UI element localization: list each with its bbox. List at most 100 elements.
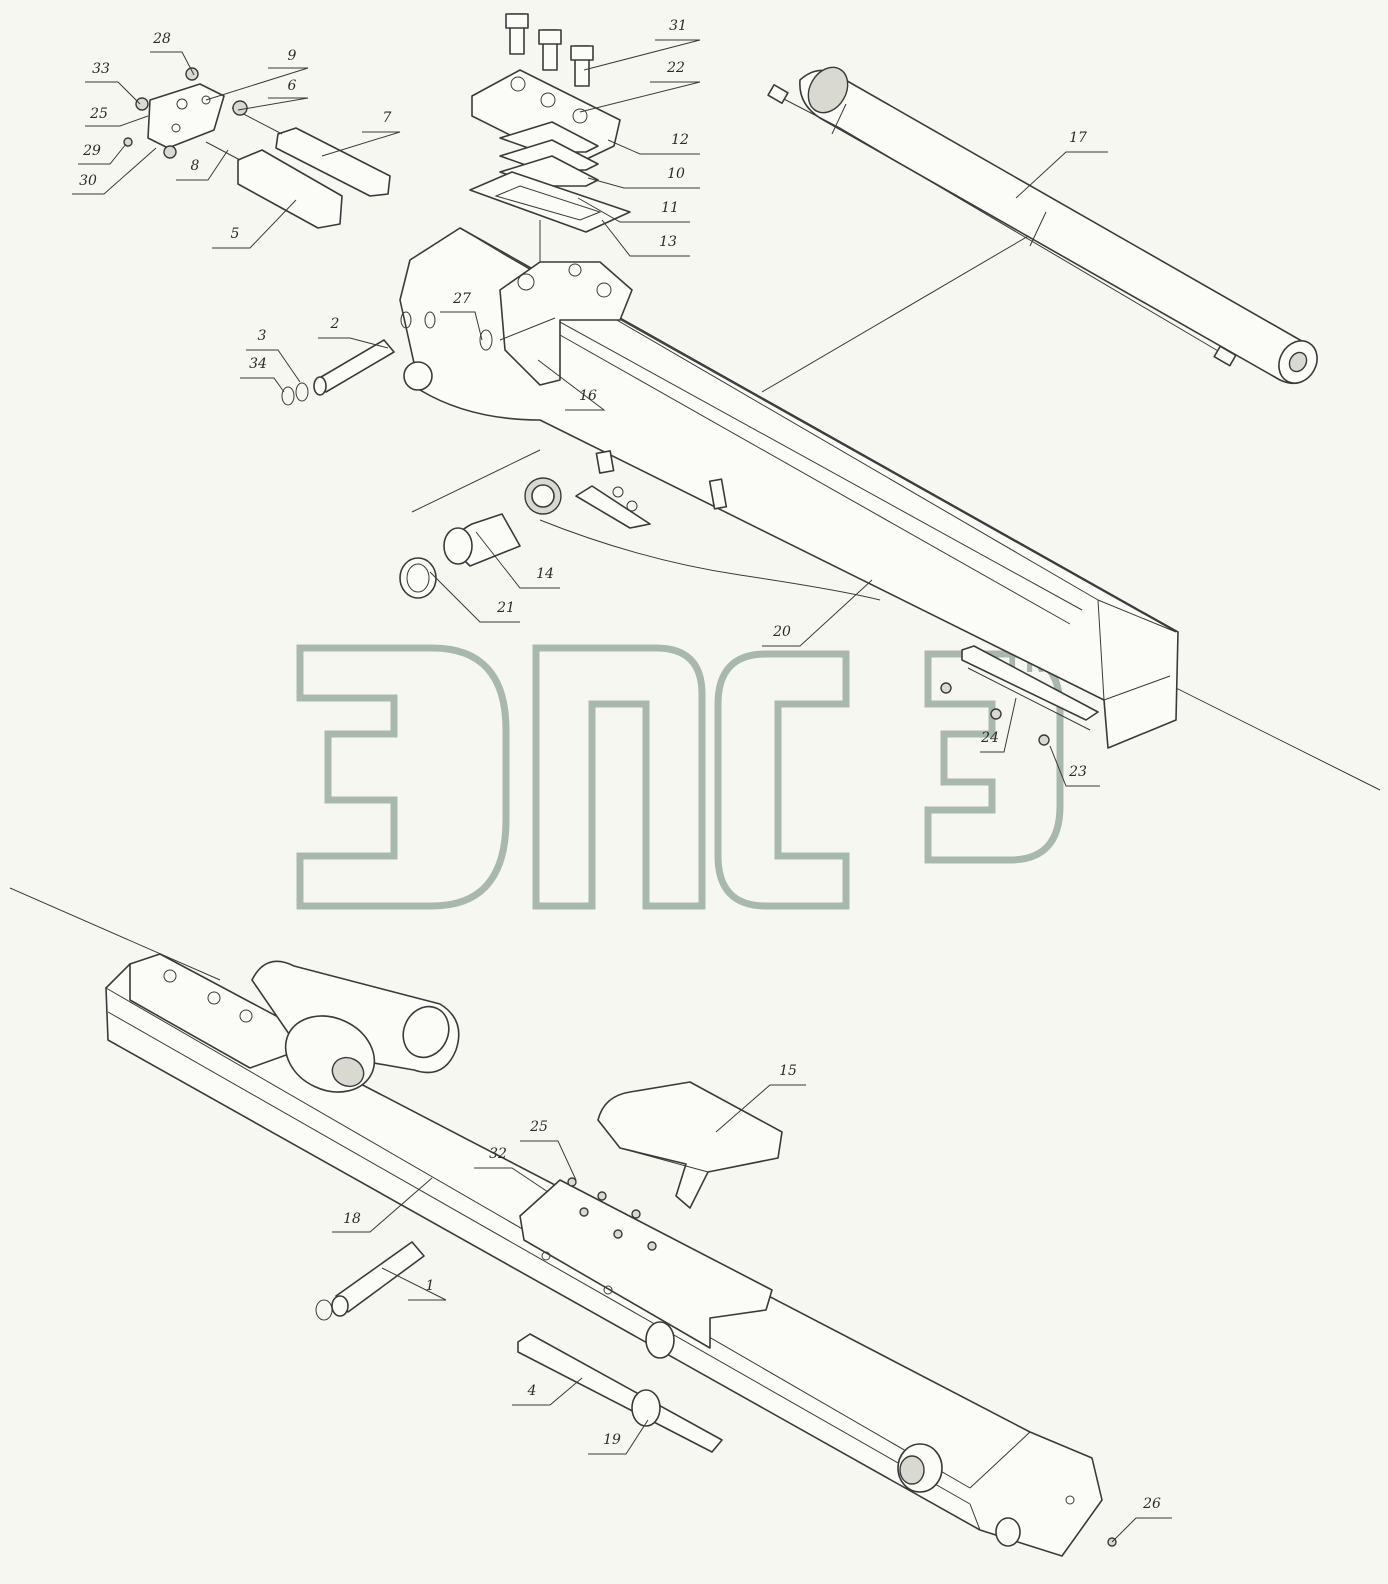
callout-25: 25 bbox=[520, 1119, 577, 1181]
callout-leader-line bbox=[607, 139, 700, 155]
callout-number: 33 bbox=[92, 61, 110, 77]
callout-leader-line bbox=[205, 67, 309, 101]
parts-stack-31-22-12-10-11-13 bbox=[469, 13, 631, 233]
parts-group-top-left bbox=[123, 67, 391, 229]
callout-7: 7 bbox=[321, 110, 401, 157]
callout-11: 11 bbox=[577, 197, 690, 223]
callout-3: 3 bbox=[246, 328, 301, 383]
part-1-pin bbox=[315, 1241, 425, 1321]
callout-leader-line bbox=[318, 337, 389, 349]
callout-number: 8 bbox=[191, 158, 200, 174]
callout-number: 11 bbox=[661, 200, 679, 216]
callout-25: 25 bbox=[85, 106, 149, 127]
callout-34: 34 bbox=[240, 356, 285, 393]
callout-number: 16 bbox=[579, 388, 597, 404]
callout-5: 5 bbox=[212, 199, 297, 249]
callout-leader-line bbox=[381, 1267, 447, 1301]
assembly-axes bbox=[9, 220, 1381, 981]
callout-number: 23 bbox=[1068, 764, 1087, 780]
callout-leader-line bbox=[85, 81, 141, 105]
callout-leader-line bbox=[1111, 1517, 1172, 1543]
callout-number: 1 bbox=[426, 1278, 435, 1294]
part-15-cover bbox=[597, 1081, 783, 1209]
callout-leader-line bbox=[980, 697, 1017, 753]
part-16-bracket bbox=[499, 261, 633, 386]
callout-number: 6 bbox=[288, 78, 297, 94]
callout-number: 31 bbox=[669, 18, 687, 34]
callout-number: 14 bbox=[536, 566, 554, 582]
callout-number: 22 bbox=[666, 60, 685, 76]
part-4-19-lower-slider bbox=[517, 1333, 723, 1453]
callout-number: 29 bbox=[82, 143, 101, 159]
callout-number: 18 bbox=[343, 1211, 361, 1227]
callout-leader-line bbox=[601, 219, 690, 257]
callout-leader-line bbox=[579, 81, 701, 113]
part-17-hydraulic-cylinder bbox=[767, 66, 1318, 385]
callout-leader-line bbox=[537, 359, 606, 411]
callout-17: 17 bbox=[1015, 130, 1108, 199]
callout-leader-line bbox=[512, 1377, 583, 1406]
callout-19: 19 bbox=[588, 1419, 649, 1455]
callout-number: 3 bbox=[258, 328, 267, 344]
callout-23: 23 bbox=[1049, 745, 1100, 787]
callout-leader-line bbox=[85, 115, 149, 127]
part-32-slider-block bbox=[519, 1177, 773, 1359]
callout-leader-line bbox=[1049, 745, 1100, 787]
callout-leader-line bbox=[577, 197, 690, 223]
callout-number: 9 bbox=[288, 48, 297, 64]
callout-number: 25 bbox=[529, 1119, 548, 1135]
callout-22: 22 bbox=[579, 60, 701, 113]
callout-leader-line bbox=[240, 377, 285, 393]
callout-1: 1 bbox=[381, 1267, 447, 1301]
callout-number: 24 bbox=[980, 730, 999, 746]
callout-number: 13 bbox=[659, 234, 677, 250]
callout-number: 21 bbox=[496, 600, 515, 616]
callout-leader-line bbox=[588, 1419, 649, 1455]
callout-16: 16 bbox=[537, 359, 606, 411]
callout-leader-line bbox=[762, 579, 873, 647]
watermark-logo: TM bbox=[296, 637, 1064, 910]
callout-29: 29 bbox=[78, 143, 127, 165]
callout-20: 20 bbox=[762, 579, 873, 647]
callout-4: 4 bbox=[512, 1377, 583, 1406]
callout-number: 7 bbox=[383, 110, 392, 126]
callout-26: 26 bbox=[1111, 1496, 1172, 1543]
callout-21: 21 bbox=[429, 571, 520, 623]
callout-31: 31 bbox=[583, 18, 701, 71]
callout-number: 17 bbox=[1069, 130, 1087, 146]
callout-2: 2 bbox=[318, 316, 389, 349]
callout-6: 6 bbox=[237, 78, 309, 111]
callout-leader-line bbox=[520, 1140, 577, 1181]
callout-leader-line bbox=[474, 1167, 549, 1193]
callout-number: 15 bbox=[779, 1063, 797, 1079]
callout-leader-line bbox=[212, 199, 297, 249]
callout-number: 34 bbox=[249, 356, 267, 372]
callout-number: 25 bbox=[89, 106, 108, 122]
callout-leader-line bbox=[1015, 151, 1108, 199]
callout-leader-line bbox=[78, 143, 127, 165]
callout-27: 27 bbox=[440, 291, 483, 341]
callout-number: 10 bbox=[667, 166, 685, 182]
callout-leader-line bbox=[587, 177, 700, 189]
callout-9: 9 bbox=[205, 48, 309, 101]
callout-28: 28 bbox=[150, 31, 195, 76]
callout-leader-line bbox=[237, 97, 309, 111]
callout-number: 4 bbox=[527, 1383, 537, 1399]
callout-leader-line bbox=[475, 531, 560, 589]
callout-15: 15 bbox=[715, 1063, 806, 1133]
callout-number: 2 bbox=[330, 316, 340, 332]
callout-8: 8 bbox=[176, 149, 229, 181]
callout-leader-line bbox=[321, 131, 401, 157]
callout-number: 27 bbox=[452, 291, 471, 307]
callout-number: 12 bbox=[671, 132, 689, 148]
callout-number: 32 bbox=[489, 1146, 507, 1162]
parts-24-23-end-rail bbox=[940, 645, 1099, 746]
callout-leader-line bbox=[429, 571, 520, 623]
part-20-boom-housing bbox=[399, 227, 1179, 749]
callout-number: 28 bbox=[152, 31, 171, 47]
callout-33: 33 bbox=[85, 61, 141, 105]
callout-32: 32 bbox=[474, 1146, 549, 1193]
callout-30: 30 bbox=[72, 147, 157, 195]
